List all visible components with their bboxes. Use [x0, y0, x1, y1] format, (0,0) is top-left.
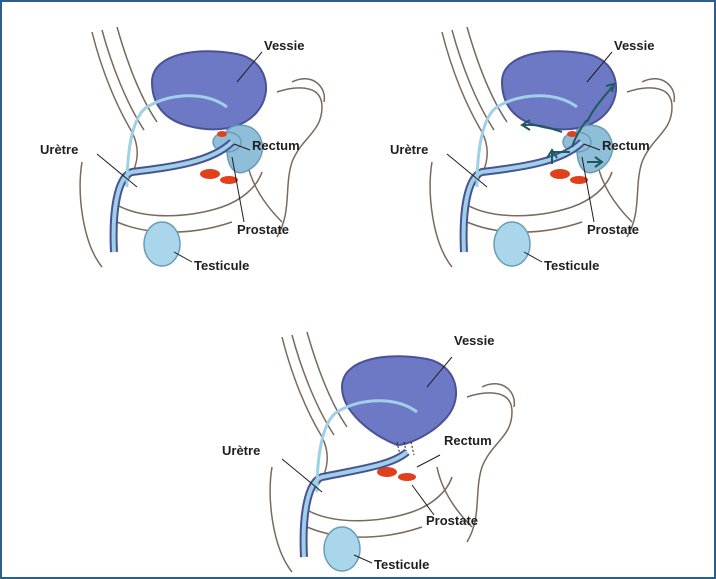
label-urethra: Urètre [390, 142, 428, 157]
label-prostate: Prostate [426, 513, 478, 528]
label-bladder: Vessie [264, 38, 305, 53]
nerve-bundles [377, 467, 416, 481]
label-urethra: Urètre [40, 142, 78, 157]
label-bladder: Vessie [614, 38, 655, 53]
anatomy-diagram-3: Vessie Urètre Rectum Prostate Testicule [212, 317, 492, 577]
label-bladder: Vessie [454, 333, 495, 348]
testicle [324, 527, 360, 571]
anatomy-panel-1: Vessie Urètre Rectum Prostate Testicule [22, 12, 302, 272]
label-rectum: Rectum [444, 433, 492, 448]
label-testicle: Testicule [194, 258, 249, 273]
anatomy-panel-2: Vessie Urètre Rectum Prostate Testicule [372, 12, 652, 272]
label-rectum: Rectum [602, 138, 650, 153]
label-testicle: Testicule [374, 557, 429, 572]
bladder [152, 51, 266, 129]
bladder [502, 51, 616, 129]
label-prostate: Prostate [587, 222, 639, 237]
anatomy-panel-3: Vessie Urètre Rectum Prostate Testicule [212, 317, 492, 577]
anatomy-diagram-2: Vessie Urètre Rectum Prostate Testicule [372, 12, 652, 272]
testicle [144, 222, 180, 266]
label-testicle: Testicule [544, 258, 599, 273]
label-urethra: Urètre [222, 443, 260, 458]
bladder [342, 356, 456, 445]
label-rectum: Rectum [252, 138, 300, 153]
testicle [494, 222, 530, 266]
anatomy-diagram-1: Vessie Urètre Rectum Prostate Testicule [22, 12, 302, 272]
label-prostate: Prostate [237, 222, 289, 237]
